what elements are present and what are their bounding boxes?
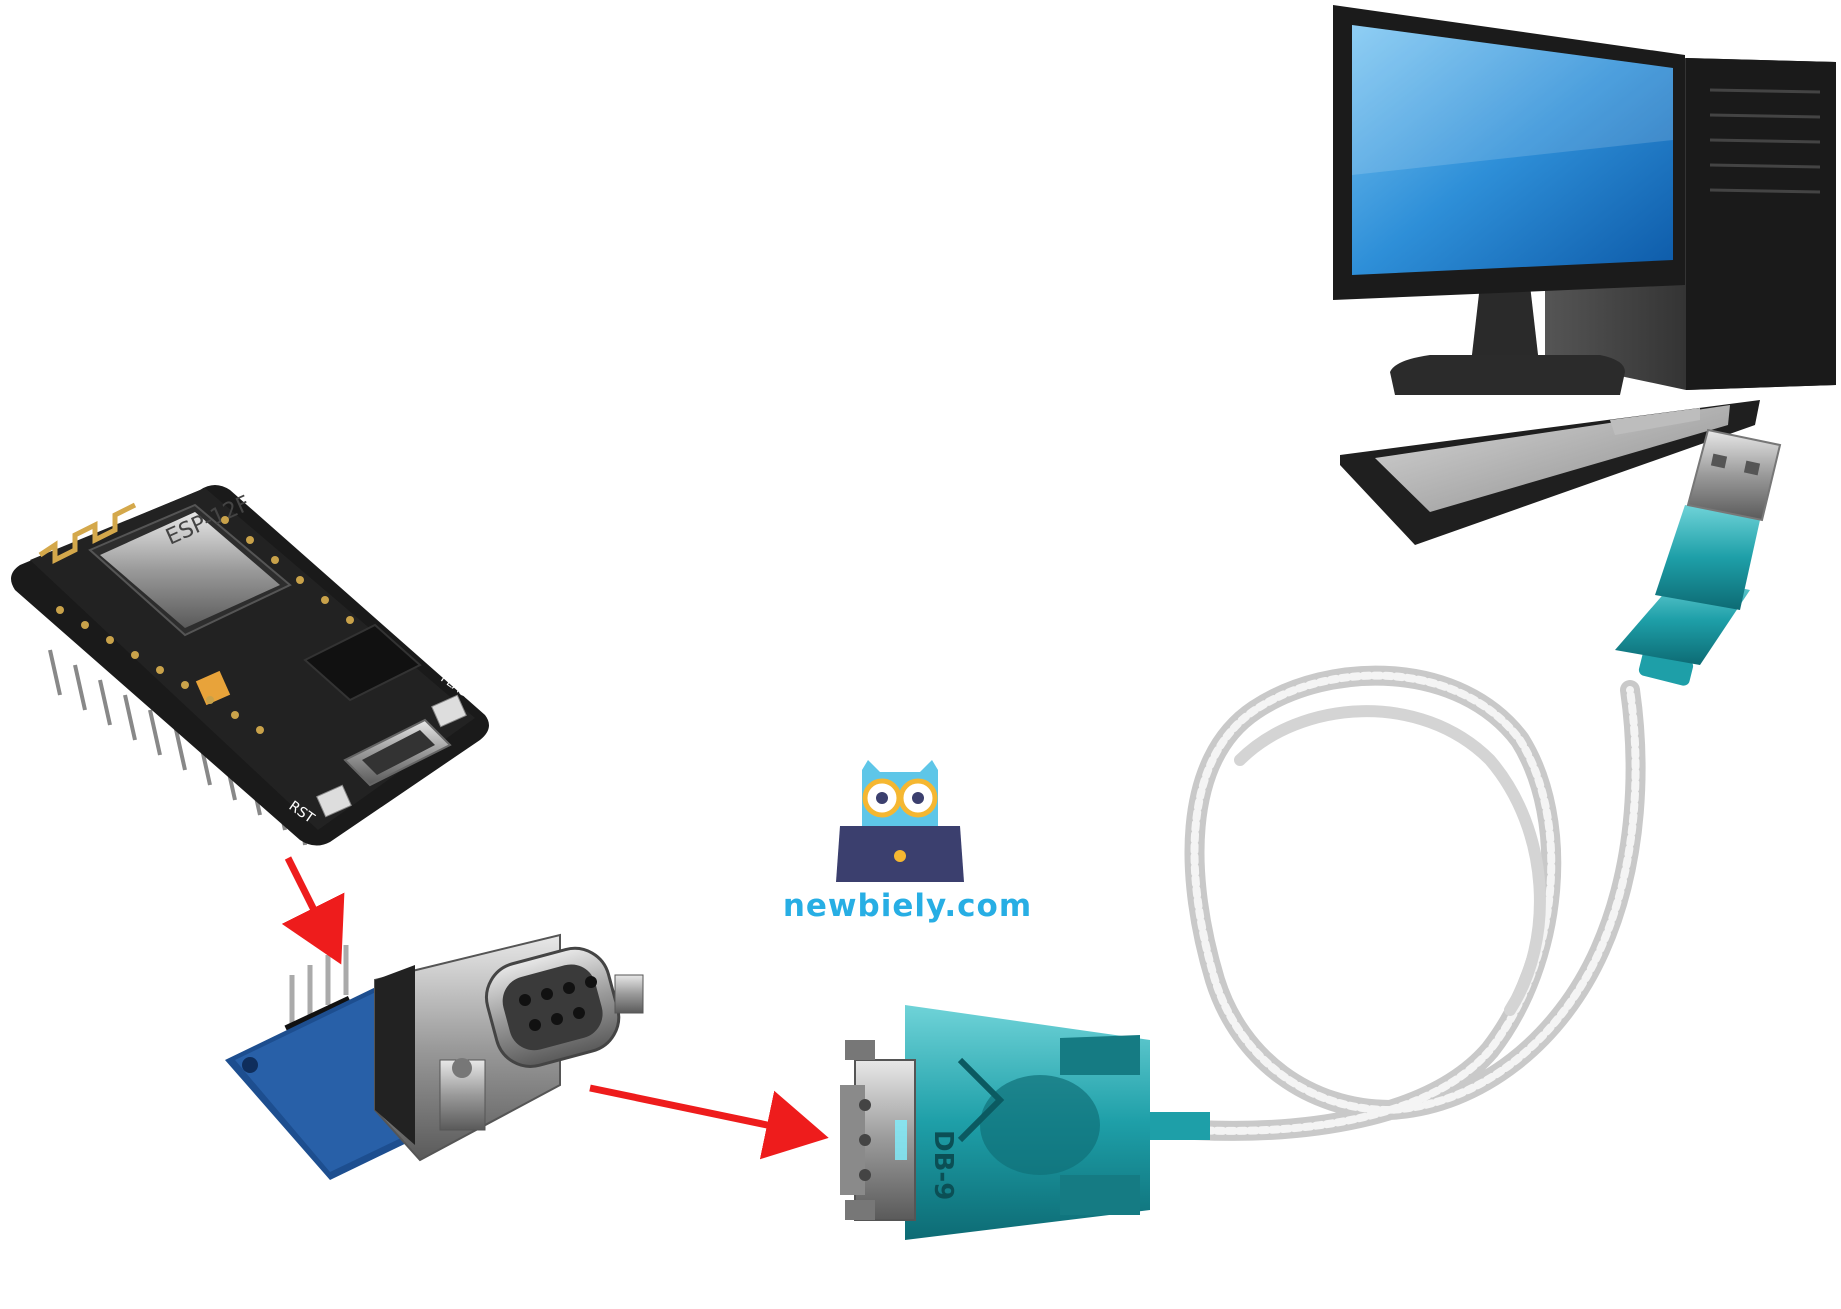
esp8266-board-icon: ESP-12F RST FLASH: [11, 485, 489, 846]
db9-male-connector-icon: DB-9: [840, 1005, 1210, 1240]
desktop-computer-icon: [1333, 5, 1836, 545]
brand-text: newbiely.com: [782, 888, 1033, 924]
arrow-board-to-module: [281, 856, 345, 965]
arrow-module-to-cable: [589, 1084, 829, 1160]
newbiely-logo: [836, 760, 964, 882]
connection-arrows: [281, 856, 829, 1160]
db9-label: DB-9: [928, 1130, 958, 1200]
rs232-ttl-module-icon: [225, 933, 644, 1180]
usb-serial-cable: DB-9: [840, 428, 1782, 1240]
usb-a-plug-icon: [1615, 428, 1782, 686]
laptop-icon: [836, 826, 964, 882]
owl-icon: [862, 760, 938, 830]
